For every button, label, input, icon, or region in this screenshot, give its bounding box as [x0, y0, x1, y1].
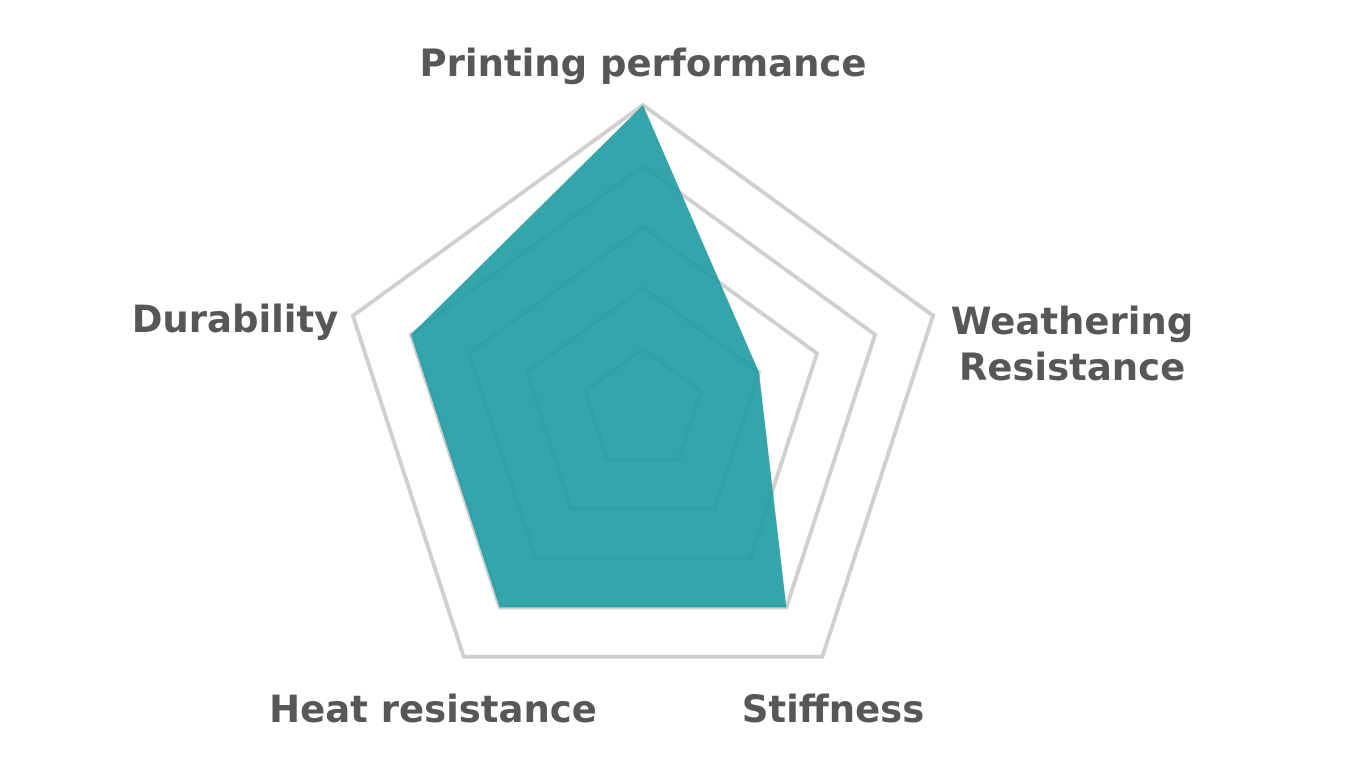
series-layer: [410, 105, 787, 608]
grid-ring-5: [350, 102, 936, 659]
axis-label-heat-resistance: Heat resistance: [269, 688, 597, 731]
axis-label-printing-performance: Printing performance: [420, 42, 867, 85]
axis-label-weathering-resistance-line-2: Resistance: [959, 346, 1185, 389]
series-area-1: [410, 105, 787, 608]
axis-label-stiffness: Stiffness: [742, 688, 924, 731]
axis-label-weathering-resistance-line-1: Weathering: [951, 300, 1193, 343]
axis-label-durability: Durability: [132, 298, 339, 341]
